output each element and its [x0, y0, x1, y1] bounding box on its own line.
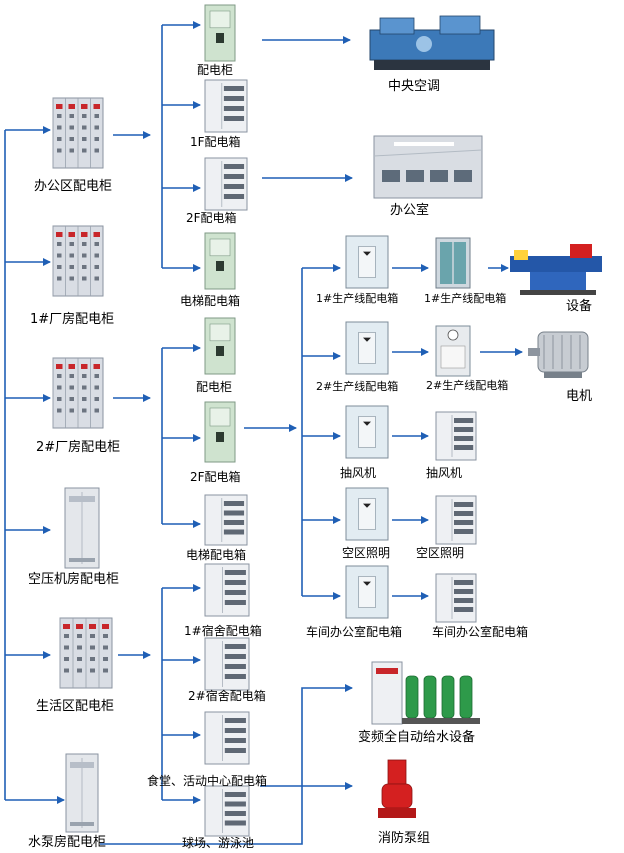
dorm2-box-icon [204, 637, 250, 691]
motor-icon [528, 331, 589, 378]
f2-branch-label-elevator: 电梯配电箱 [186, 548, 247, 562]
office-1f-box-icon [204, 79, 248, 133]
court-box-icon [204, 785, 250, 837]
lighting-box-icon [345, 487, 389, 541]
equipment-extruder-icon [510, 244, 602, 295]
f2-elevator-box-icon [204, 494, 248, 546]
life-branch-label-dorm2: 2#宿舍配电箱 [188, 689, 266, 703]
office-2f-box-icon [204, 157, 248, 211]
line-right-label-2: 2#生产线配电箱 [426, 379, 509, 392]
line-right-label-3: 抽风机 [426, 466, 463, 480]
office-branch-label-1f: 1F配电箱 [190, 135, 241, 149]
life-branch-label-canteen: 食堂、活动中心配电箱 [147, 774, 268, 788]
air-main-cabinet-icon [64, 487, 100, 569]
f1-main-cabinet-icon [52, 225, 104, 297]
main-cabinet-label-office: 办公区配电柜 [34, 179, 113, 194]
office-branch-label-cabinet: 配电柜 [197, 63, 234, 77]
workshop-office-box-icon [345, 565, 389, 619]
f2-branch-label-2f: 2F配电箱 [190, 470, 241, 484]
endpoint-label-motor: 电机 [566, 389, 593, 404]
endpoint-label-equipment: 设备 [566, 299, 593, 314]
main-cabinet-label-life: 生活区配电柜 [36, 699, 115, 714]
line-left-label-3: 抽风机 [340, 466, 377, 480]
dorm1-box-icon [204, 563, 250, 617]
central-ac-icon [369, 15, 495, 70]
office-branch-label-elevator: 电梯配电箱 [180, 294, 241, 308]
line-left-label-1: 1#生产线配电箱 [316, 292, 399, 305]
water-supply-system-icon [371, 661, 480, 725]
exhaust-sub-box-icon [435, 411, 477, 461]
office-cabinet-icon [204, 4, 236, 62]
f2-cabinet-icon [204, 317, 236, 375]
endpoint-label-ac: 中央空调 [388, 79, 441, 94]
workshop-sub-box-icon [435, 573, 477, 623]
canteen-box-icon [204, 711, 250, 765]
line2-box-icon [345, 321, 389, 375]
life-branch-label-dorm1: 1#宿舍配电箱 [184, 624, 262, 638]
line-right-label-4: 空区照明 [416, 546, 465, 560]
f2-branch-label-cabinet: 配电柜 [196, 380, 233, 394]
line-left-label-2: 2#生产线配电箱 [316, 380, 399, 393]
endpoint-label-office: 办公室 [390, 203, 430, 218]
main-cabinet-label-f1: 1#厂房配电柜 [30, 312, 115, 327]
life-main-cabinet-icon [59, 617, 113, 689]
office-room-icon [373, 135, 483, 199]
office-branch-label-2f: 2F配电箱 [186, 211, 237, 225]
line-left-label-4: 空区照明 [342, 546, 391, 560]
fire-pump-icon [378, 759, 416, 818]
line1-sub-cabinet-icon [435, 237, 471, 289]
line2-sub-box-icon [435, 325, 471, 377]
main-cabinet-label-pump: 水泵房配电柜 [28, 835, 107, 850]
office-main-cabinet-icon [52, 97, 104, 169]
water-feed-wire [100, 684, 353, 845]
life-branch-label-court: 球场、游泳池 [182, 836, 255, 850]
office-elevator-cabinet-icon [204, 232, 236, 290]
f2-2f-cabinet-icon [204, 401, 236, 463]
lighting-sub-box-icon [435, 495, 477, 545]
connection-lines [4, 21, 523, 845]
endpoint-label-fire: 消防泵组 [378, 831, 431, 846]
line-left-label-5: 车间办公室配电箱 [306, 625, 403, 639]
f2-main-cabinet-icon [52, 357, 104, 429]
endpoint-label-water: 变频全自动给水设备 [358, 730, 476, 745]
main-cabinet-label-f2: 2#厂房配电柜 [36, 440, 121, 455]
main-cabinet-label-air: 空压机房配电柜 [28, 572, 120, 587]
equipment-icons [52, 4, 602, 837]
pump-main-cabinet-icon [65, 753, 99, 833]
exhaust-box-icon [345, 405, 389, 459]
line-right-label-1: 1#生产线配电箱 [424, 292, 507, 305]
line1-box-icon [345, 235, 389, 289]
line-right-label-5: 车间办公室配电箱 [432, 625, 529, 639]
